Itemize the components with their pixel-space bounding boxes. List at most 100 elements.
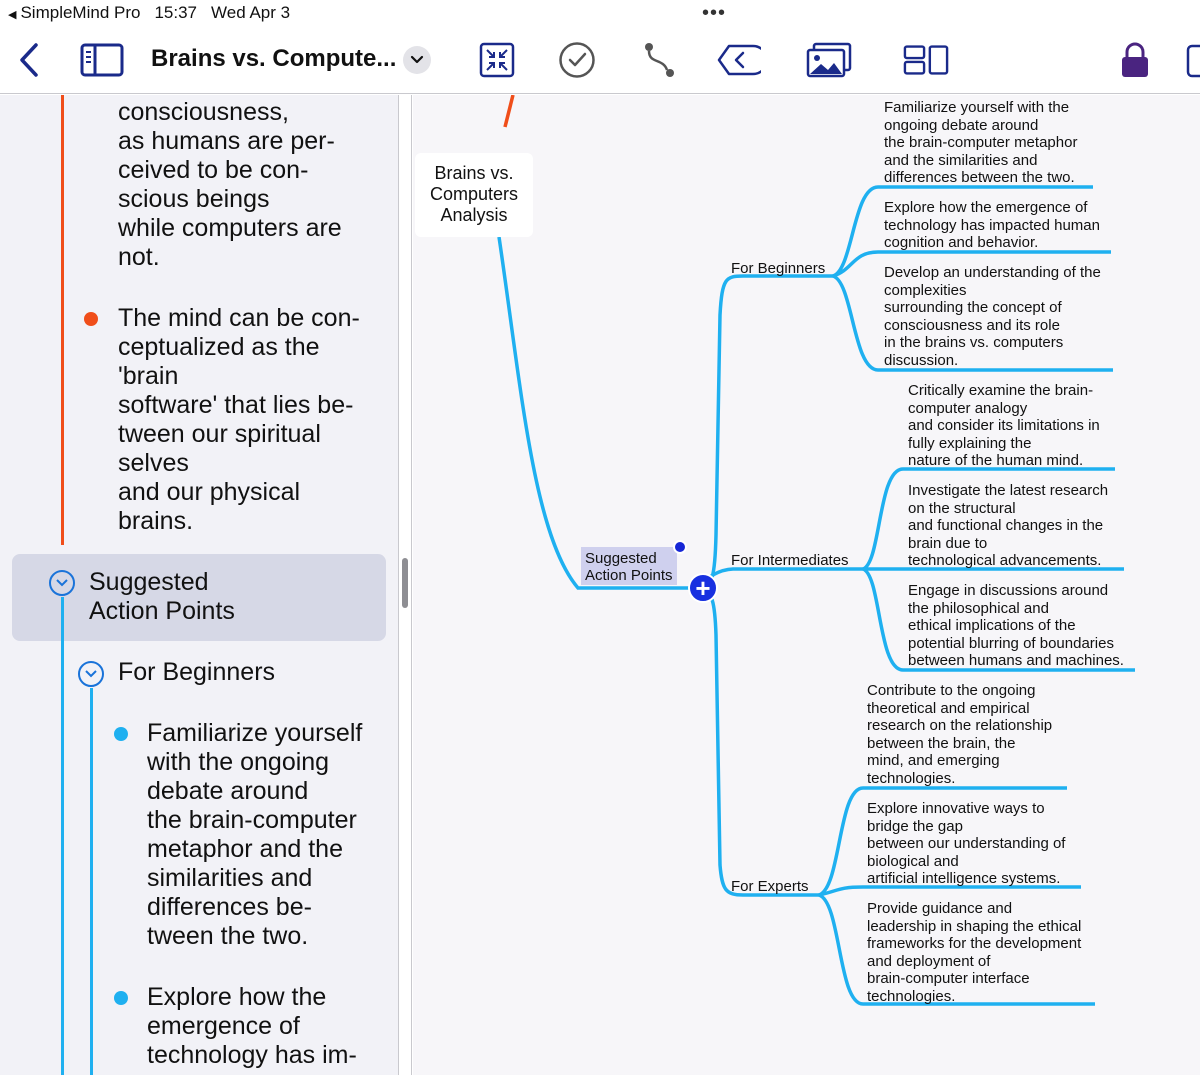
node-line: Explore how the emergence of (884, 199, 1088, 216)
document-title[interactable]: Brains vs. Compute... (151, 45, 397, 72)
outline-branch-line (61, 95, 64, 545)
back-app-label: SimpleMind Pro (20, 3, 141, 22)
outline-item[interactable]: Explore how the emergence of technology … (147, 983, 357, 1070)
collapse-arrows-icon[interactable] (474, 38, 520, 82)
node-line: differences between the two. (884, 169, 1075, 186)
node-line: and functional changes in the (908, 517, 1104, 534)
node-line: Engage in discussions around (908, 582, 1109, 599)
outline-branch-line (61, 597, 64, 1075)
outline-line: not. (118, 243, 160, 271)
outline-line: Familiarize yourself (147, 719, 363, 747)
node-line: ethical implications of the (908, 617, 1076, 634)
outline-paragraph[interactable]: The mind can be con- ceptualized as the … (118, 304, 360, 536)
leaf-node[interactable]: Develop an understanding of the complexi… (884, 264, 1101, 369)
node-line: theoretical and empirical (867, 699, 1030, 717)
more-icon[interactable] (1186, 44, 1200, 78)
node-line: technologies. (867, 769, 956, 787)
back-to-app-link[interactable]: ◀SimpleMind Pro 15:37 Wed Apr 3 (8, 3, 290, 23)
node-line: mind, and emerging (867, 752, 1000, 769)
leaf-connector (832, 185, 1093, 278)
circle-back-icon[interactable] (716, 38, 762, 82)
leaf-node[interactable]: Explore how the emergence of technology … (884, 199, 1100, 252)
node-line: potential blurring of boundaries (908, 634, 1114, 652)
outline-line: Action Points (89, 597, 235, 625)
node-line: computer analogy (908, 399, 1028, 417)
central-topic-node[interactable]: Brains vs. Computers Analysis (415, 153, 533, 237)
outline-topic-beginners[interactable]: For Beginners (118, 658, 276, 686)
leaf-node[interactable]: Provide guidance and leadership in shapi… (867, 900, 1081, 1005)
outline-selected-row[interactable] (12, 554, 386, 641)
leaf-connector (818, 885, 1081, 897)
back-chevron-icon[interactable] (6, 38, 52, 82)
branch-node-experts[interactable]: For Experts (731, 878, 809, 895)
node-line: Provide guidance and (867, 900, 1013, 917)
node-line: Familiarize yourself with the (884, 99, 1070, 116)
image-gallery-icon[interactable] (806, 38, 852, 82)
leaf-connector (861, 567, 1135, 672)
outline-line: tween the two. (147, 922, 309, 950)
node-line: the philosophical and (908, 599, 1049, 617)
outline-line: Suggested (89, 568, 209, 596)
collapse-toggle-icon[interactable] (78, 661, 104, 687)
outline-line: differences be- (147, 893, 312, 921)
leaf-connector (861, 467, 1115, 571)
outline-line: ceptualized as the (118, 333, 320, 361)
branch-experts (697, 586, 819, 897)
status-time: 15:37 (154, 3, 198, 22)
node-line: research on the relationship (867, 717, 1053, 734)
node-line: technology has impacted human (884, 216, 1100, 234)
node-line: consciousness and its role (884, 316, 1060, 334)
outline-line: debate around (147, 777, 309, 805)
leaf-node[interactable]: Contribute to the ongoing theoretical an… (867, 682, 1052, 787)
outline-line: consciousness, (118, 98, 289, 126)
split-handle[interactable] (402, 558, 408, 608)
title-menu-chevron-icon[interactable] (403, 46, 431, 74)
outline-line: similarities and (147, 864, 313, 892)
leaf-node[interactable]: Critically examine the brain- computer a… (908, 382, 1100, 470)
split-divider[interactable] (398, 95, 412, 1075)
node-line: Critically examine the brain- (908, 382, 1094, 399)
relation-connector-icon[interactable] (636, 38, 682, 82)
leaf-node[interactable]: Explore innovative ways to bridge the ga… (867, 800, 1065, 888)
node-line: bridge the gap (867, 817, 963, 835)
multitasking-dots[interactable]: ••• (702, 2, 727, 24)
add-node-button[interactable]: + (688, 573, 718, 603)
outline-line: while computers are (118, 214, 342, 242)
lock-icon[interactable] (1112, 38, 1158, 82)
outline-line: selves (118, 449, 189, 477)
mind-map-canvas[interactable]: Brains vs. Computers Analysis Suggested … (413, 95, 1200, 1075)
node-line: Computers (429, 184, 519, 204)
leaf-connector (832, 250, 1111, 278)
node-line: brain-computer interface (867, 970, 1030, 987)
sidebar-icon[interactable] (79, 38, 125, 82)
orange-connector (503, 95, 515, 128)
outline-line: The mind can be con- (118, 304, 360, 332)
branch-node-intermediates[interactable]: For Intermediates (731, 552, 849, 569)
branch-node-beginners[interactable]: For Beginners (731, 260, 826, 277)
outline-paragraph[interactable]: consciousness, as humans are per- ceived… (118, 98, 342, 272)
node-line: discussion. (884, 351, 959, 369)
outline-item[interactable]: Familiarize yourself with the ongoing de… (147, 719, 362, 951)
selection-handle[interactable] (673, 540, 687, 554)
checkmark-icon[interactable] (554, 38, 600, 82)
outline-topic-suggested[interactable]: Suggested Action Points (89, 568, 235, 626)
outline-panel[interactable]: consciousness, as humans are per- ceived… (0, 95, 398, 1075)
leaf-connector (832, 274, 1113, 372)
outline-line: brains. (118, 507, 194, 535)
leaf-node[interactable]: Familiarize yourself with the ongoing de… (884, 99, 1077, 187)
node-line: technological advancements. (908, 552, 1102, 569)
leaf-node[interactable]: Engage in discussions around the philoso… (908, 582, 1124, 670)
outline-line: scious beings (118, 185, 270, 213)
node-line: brain due to (908, 534, 988, 552)
node-line: nature of the human mind. (908, 452, 1084, 469)
suggested-action-points-node[interactable]: Suggested Action Points (581, 547, 677, 585)
node-line: between our understanding of (867, 835, 1066, 852)
outline-line: 'brain (118, 362, 179, 390)
layout-icon[interactable] (903, 38, 949, 82)
outline-line: emergence of (147, 1012, 300, 1040)
leaf-node[interactable]: Investigate the latest research on the s… (908, 482, 1108, 570)
status-date: Wed Apr 3 (211, 3, 291, 22)
node-line: fully explaining the (908, 434, 1032, 452)
collapse-toggle-icon[interactable] (49, 570, 75, 596)
node-line: Explore innovative ways to (867, 800, 1045, 817)
